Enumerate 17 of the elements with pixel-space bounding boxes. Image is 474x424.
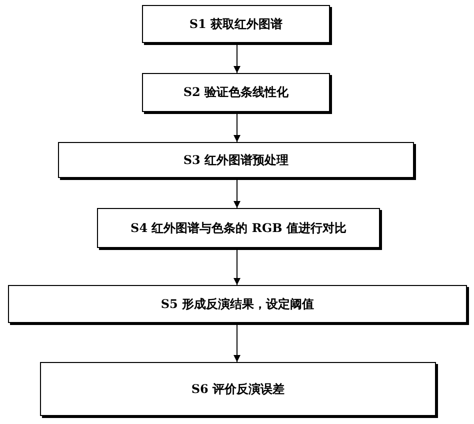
step-label: S5 形成反演结果，设定阈值 — [160, 296, 314, 312]
arrow — [234, 44, 240, 74]
step-label: S1 获取红外图谱 — [189, 16, 283, 32]
process-box — [97, 208, 380, 248]
process-box — [142, 5, 330, 43]
step-label: S3 红外图谱预处理 — [183, 152, 289, 168]
process-box — [40, 362, 436, 416]
arrow — [234, 114, 240, 142]
step-label: S2 验证色条线性化 — [183, 84, 289, 101]
process-box — [8, 285, 467, 323]
process-box — [142, 73, 330, 112]
arrow — [234, 250, 240, 286]
arrow — [234, 324, 240, 362]
process-box — [58, 142, 414, 178]
step-label: S6 评价反演误差 — [191, 380, 285, 398]
step-label: S4 红外图谱与色条的 RGB 值进行对比 — [130, 220, 346, 236]
arrow — [234, 180, 240, 208]
